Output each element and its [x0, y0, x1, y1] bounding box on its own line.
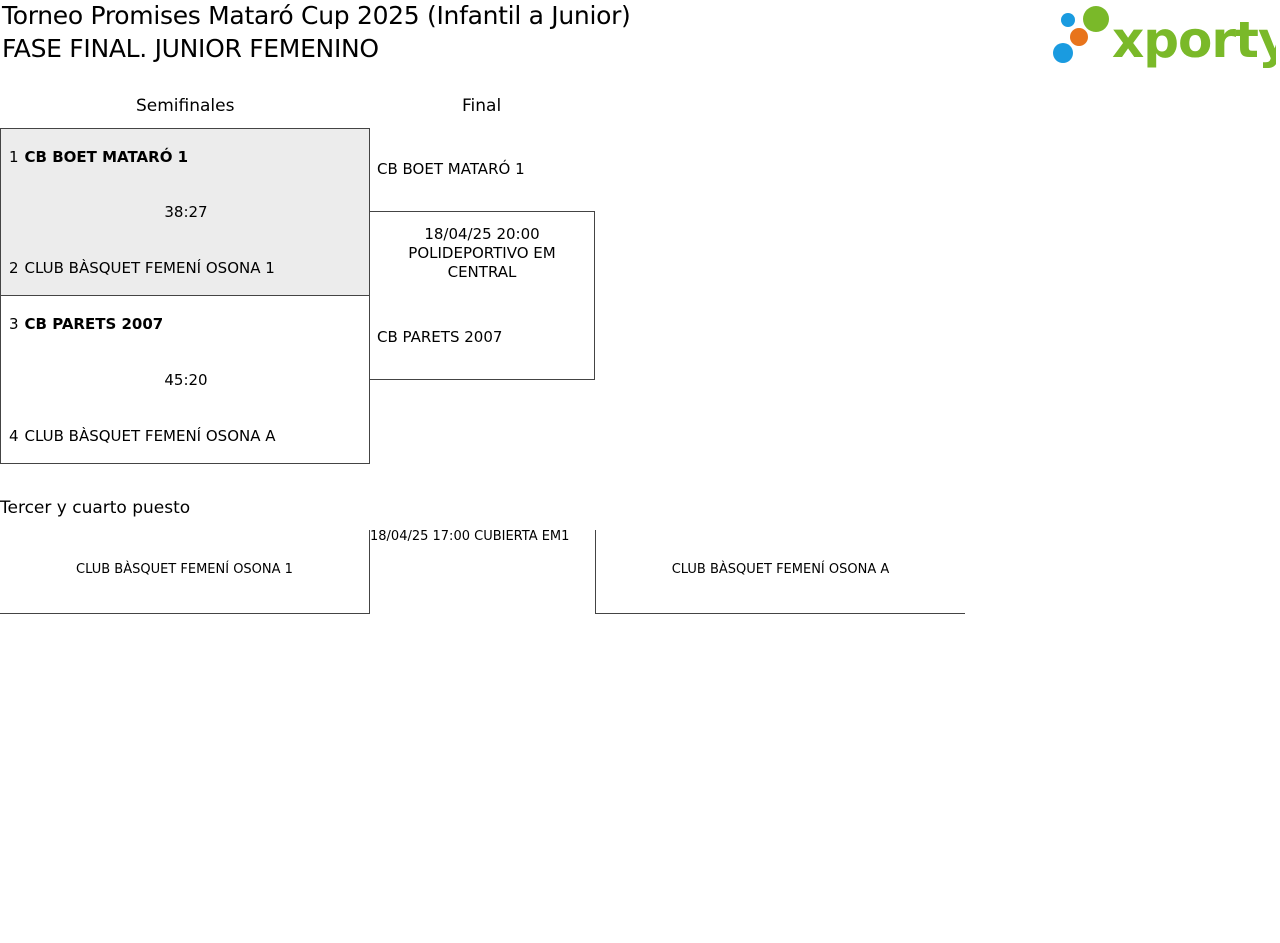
semifinal-match-1[interactable]: 1 CB BOET MATARÓ 1 38:27 2 CLUB BÀSQUET FE… [0, 128, 370, 296]
semifinal-2-team-1: 3 CB PARETS 2007 [9, 315, 163, 333]
final-match[interactable] [369, 211, 595, 380]
logo-dot-blue-bottom [1053, 43, 1073, 63]
final-datetime: 18/04/25 20:00 [424, 225, 540, 243]
page-title: Torneo Promises Mataró Cup 2025 (Infanti… [2, 1, 631, 30]
third-place-team-1-box[interactable]: CLUB BÀSQUET FEMENÍ OSONA 1 [0, 530, 370, 614]
final-header: Final [462, 96, 502, 116]
xporty-logo: xporty [1053, 6, 1276, 68]
final-venue: POLIDEPORTIVO EM CENTRAL [408, 244, 556, 281]
logo-text: xporty [1112, 11, 1276, 68]
semifinal-1-team-2: 2 CLUB BÀSQUET FEMENÍ OSONA 1 [9, 259, 275, 277]
semifinal-2-score: 45:20 [164, 371, 208, 389]
seed-number: 1 [9, 148, 19, 166]
team-name: CLUB BÀSQUET FEMENÍ OSONA A [24, 427, 276, 445]
final-team-2: CB PARETS 2007 [377, 328, 503, 346]
team-name: CLUB BÀSQUET FEMENÍ OSONA 1 [24, 259, 275, 277]
semifinal-1-team-1: 1 CB BOET MATARÓ 1 [9, 148, 188, 166]
logo-dot-orange [1070, 28, 1088, 46]
seed-number: 2 [9, 259, 19, 277]
semifinal-2-team-2: 4 CLUB BÀSQUET FEMENÍ OSONA A [9, 427, 276, 445]
seed-number: 4 [9, 427, 19, 445]
semifinal-match-2[interactable]: 3 CB PARETS 2007 45:20 4 CLUB BÀSQUET FEME… [0, 295, 370, 464]
logo-dot-blue-top [1061, 13, 1075, 27]
third-place-team-2: CLUB BÀSQUET FEMENÍ OSONA A [671, 562, 890, 577]
seed-number: 3 [9, 315, 19, 333]
final-match-info: 18/04/25 20:00 POLIDEPORTIVO EM CENTRAL [373, 225, 591, 282]
semifinal-1-score: 38:27 [164, 203, 208, 221]
team-name: CB PARETS 2007 [24, 315, 164, 333]
third-place-team-2-box[interactable]: CLUB BÀSQUET FEMENÍ OSONA A [595, 530, 965, 614]
third-place-team-1: CLUB BÀSQUET FEMENÍ OSONA 1 [76, 562, 293, 577]
third-place-header: Tercer y cuarto puesto [0, 498, 191, 518]
third-place-match-info: 18/04/25 17:00 CUBIERTA EM1 [370, 529, 570, 544]
semifinals-header: Semifinales [136, 96, 235, 116]
page-subtitle: FASE FINAL. JUNIOR FEMENINO [2, 34, 379, 63]
final-team-1: CB BOET MATARÓ 1 [377, 160, 525, 178]
logo-dot-green [1083, 6, 1109, 32]
team-name: CB BOET MATARÓ 1 [24, 148, 189, 166]
